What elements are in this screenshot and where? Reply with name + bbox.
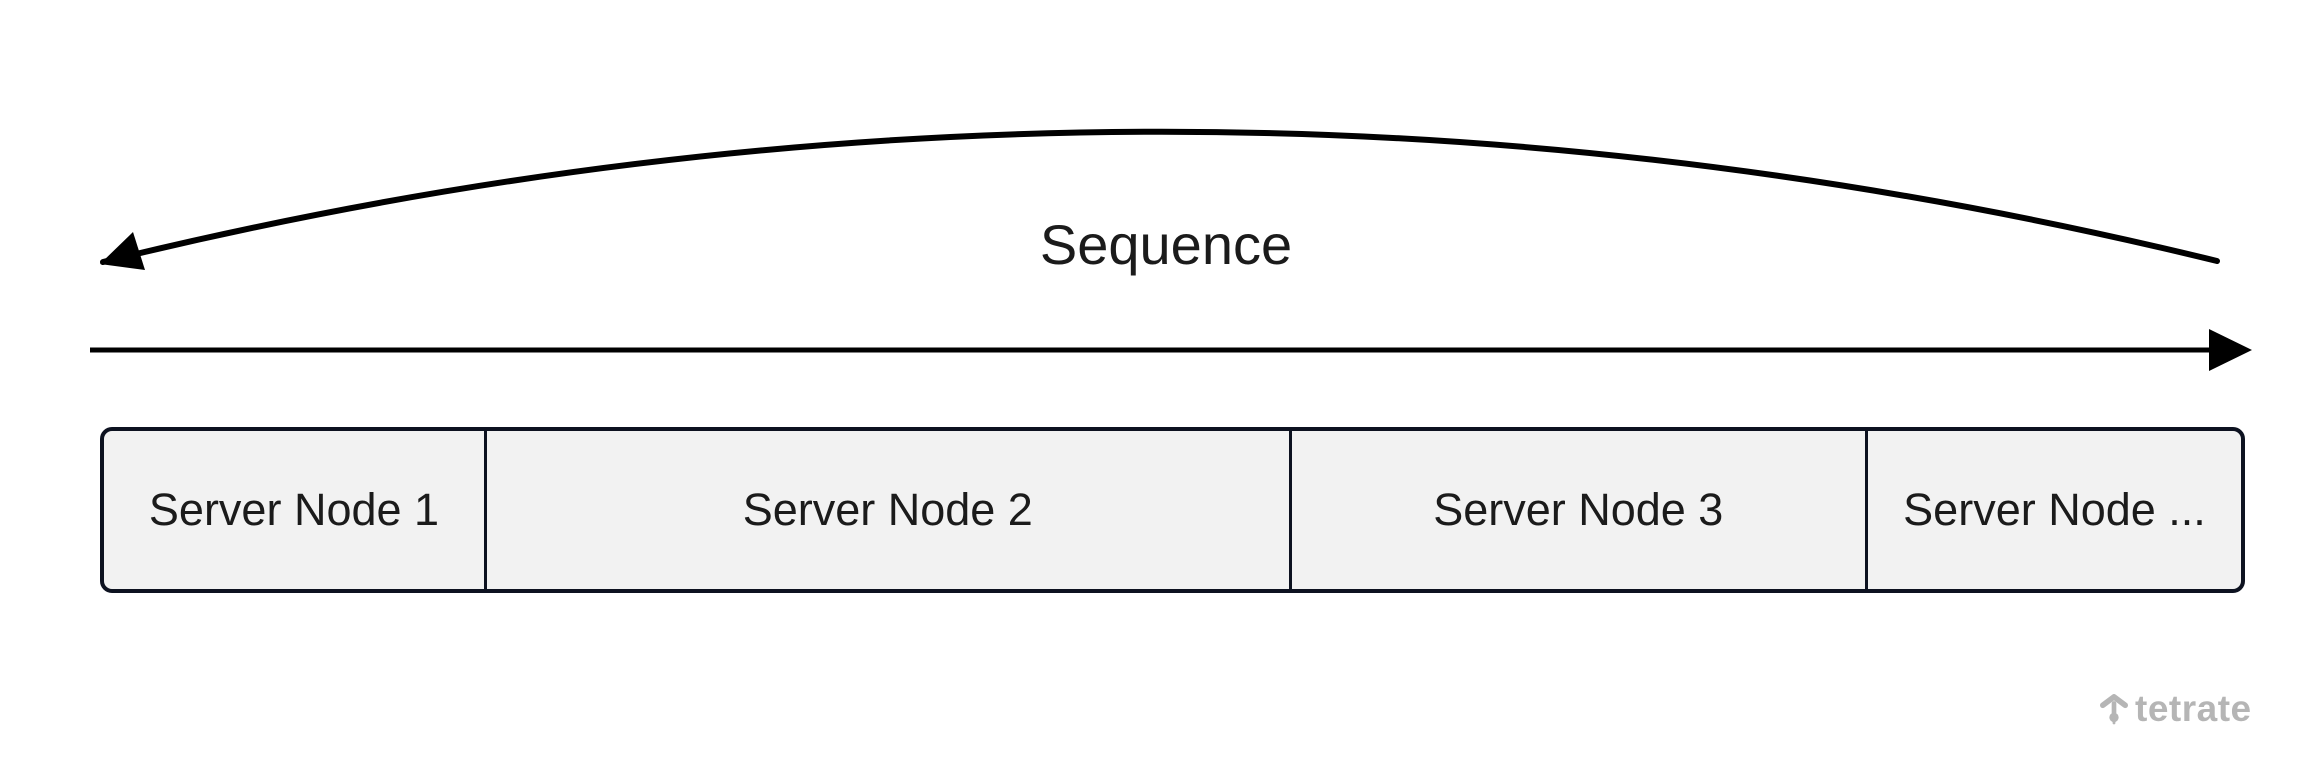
server-node-row: Server Node 1 Server Node 2 Server Node … [100, 427, 2245, 593]
server-node-1-label: Server Node 1 [148, 484, 440, 535]
server-node-1: Server Node 1 [104, 431, 487, 589]
server-node-2: Server Node 2 [487, 431, 1292, 589]
server-node-more-label: Server Node ... [1903, 484, 2206, 535]
server-node-2-label: Server Node 2 [742, 484, 1033, 535]
sequence-label: Sequence [1039, 213, 1293, 276]
server-node-3: Server Node 3 [1292, 431, 1868, 589]
tetrate-logo-text: tetrate [2135, 688, 2252, 729]
arrowhead-left-icon [100, 232, 145, 270]
tetrate-logo: tetrate [2100, 690, 2252, 727]
server-node-3-label: Server Node 3 [1433, 484, 1724, 535]
arrowhead-right-icon [2209, 329, 2252, 371]
server-node-more: Server Node ... [1868, 431, 2241, 589]
tetrate-logo-icon [2100, 693, 2128, 724]
sequence-arc [100, 128, 2220, 265]
